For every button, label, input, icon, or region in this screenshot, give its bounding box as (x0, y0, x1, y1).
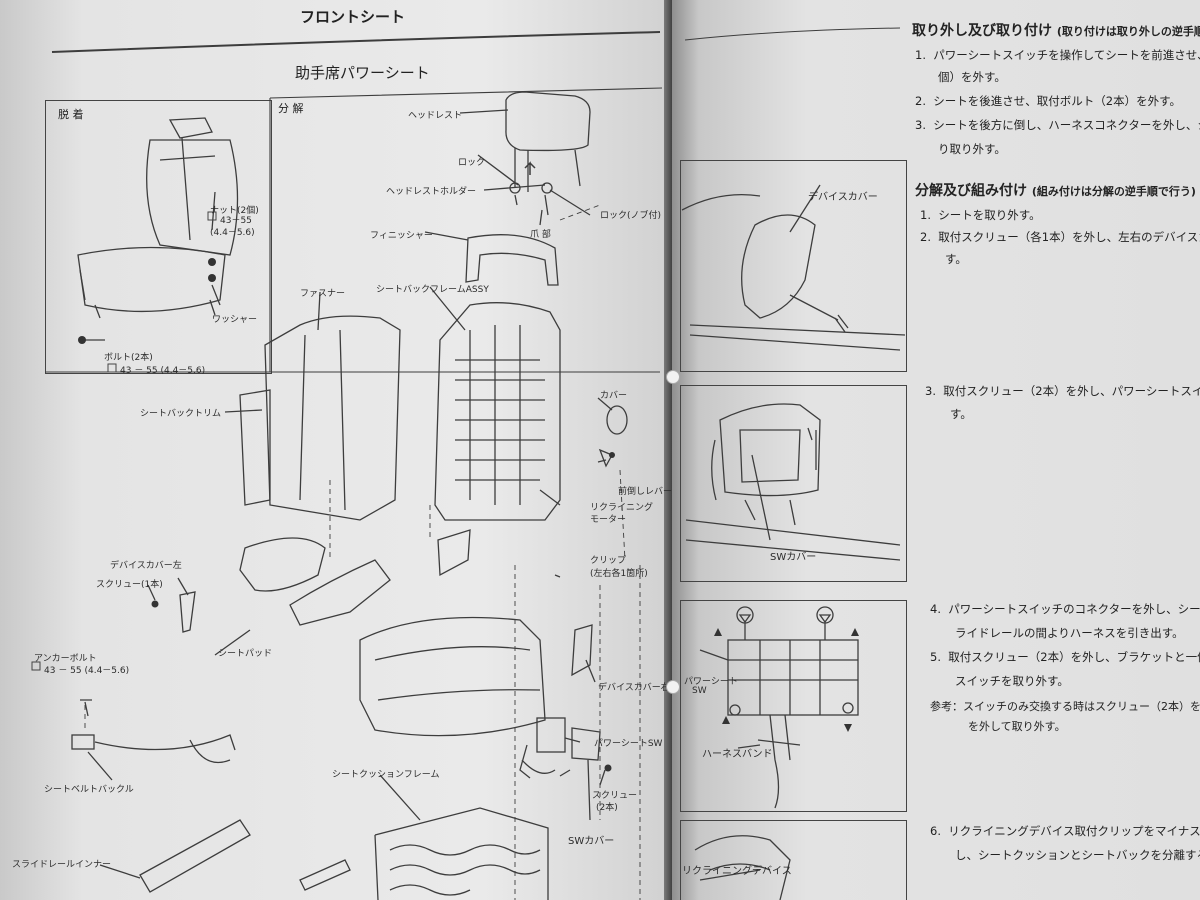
callout-screw-2a: スクリュー (592, 791, 638, 801)
callout-screw-2b: (2本) (596, 803, 618, 813)
disassembly-panel-label: 分 解 (278, 102, 304, 115)
disassembly-step-2: 2. 取付スクリュー（各1本）を外し、左右のデバイスカバーを (920, 230, 1200, 244)
disassembly-heading-note: (組み付けは分解の逆手順で行う) (1031, 185, 1196, 198)
figure-switch-box (680, 600, 907, 812)
disassembly-step-4: 4. パワーシートスイッチのコネクターを外し、シートク (930, 602, 1200, 616)
disassembly-step-4-cont: ライドレールの間よりハーネスを引き出す。 (955, 626, 1184, 640)
callout-recline-lever: 前倒しレバー (618, 487, 673, 497)
callout-clip-1: クリップ (590, 556, 627, 566)
reference-note: 参考：スイッチのみ交換する時はスクリュー（2本）を外 (930, 700, 1200, 713)
removal-step-1: 1. パワーシートスイッチを操作してシートを前進させ、前側 (915, 48, 1200, 62)
removal-heading: 取り外し及び取り付け (取り付けは取り外しの逆手順で行う) (912, 20, 1200, 40)
callout-clip-2: (左右各1箇所) (590, 569, 648, 579)
fig3-harness-band-label: ハーネスバンド (702, 749, 773, 760)
disassembly-step-5-cont: スイッチを取り外す。 (955, 674, 1069, 688)
reference-note-cont: を外して取り外す。 (968, 720, 1066, 733)
callout-sw-cover: SWカバー (568, 836, 615, 847)
callout-seatback-frame: シートバックフレームASSY (376, 285, 489, 295)
figure-sw-cover-box (680, 385, 907, 582)
callout-cover: カバー (600, 391, 628, 401)
callout-seat-pad: シートパッド (218, 649, 273, 659)
disassembly-step-2-cont: す。 (945, 252, 967, 266)
removal-panel-box (45, 100, 272, 374)
fig2-sw-cover-label: SWカバー (770, 552, 817, 563)
removal-heading-note: (取り付けは取り外しの逆手順で行う) (1056, 25, 1200, 38)
disassembly-step-6-cont: し、シートクッションとシートバックを分離する。 (955, 848, 1200, 862)
fig3-sw-label: SW (692, 686, 707, 696)
callout-headrest-holder: ヘッドレストホルダー (386, 187, 477, 197)
page-header-title: フロントシート (300, 8, 406, 26)
callout-lock-with-knob: ロック(ノブ付) (600, 211, 662, 221)
removal-step-3-cont: り取り外す。 (938, 142, 1006, 156)
callout-washer: ワッシャー (212, 315, 258, 325)
callout-power-seat-sw: パワーシートSW (594, 739, 663, 749)
figure-device-cover-box (680, 160, 907, 372)
callout-cushion-frame: シートクッションフレーム (332, 770, 440, 780)
removal-step-2: 2. シートを後進させ、取付ボルト（2本）を外す。 (915, 94, 1181, 108)
callout-finisher: フィニッシャー (370, 231, 433, 241)
callout-lock: ロック (458, 158, 486, 168)
callout-device-cover-right: デバイスカバー右 (598, 683, 670, 693)
fig1-device-cover-label: デバイスカバー (808, 192, 878, 203)
callout-fastener: ファスナー (300, 289, 346, 299)
callout-bolt: ボルト(2本) (104, 353, 153, 363)
fig3-power-seat-label: パワーシート (684, 677, 738, 687)
removal-step-1-cont: 個）を外す。 (938, 70, 1006, 84)
callout-headrest: ヘッドレスト (408, 111, 463, 121)
callout-reclining-motor-2: モーター (590, 515, 627, 525)
section-title: 助手席パワーシート (295, 64, 430, 82)
callout-seatback-trim: シートバックトリム (140, 409, 222, 419)
callout-reclining-motor-1: リクライニング (590, 503, 654, 513)
disassembly-step-1: 1. シートを取り外す。 (920, 208, 1041, 222)
disassembly-step-6: 6. リクライニングデバイス取付クリップをマイナス (930, 824, 1200, 838)
disassembly-step-3: 3. 取付スクリュー（2本）を外し、パワーシートスイッチ (925, 384, 1200, 398)
reference-label: 参考： (930, 700, 963, 713)
right-page (672, 0, 1200, 900)
binder-hole (666, 680, 680, 694)
disassembly-step-5: 5. 取付スクリュー（2本）を外し、ブラケットと一体で (930, 650, 1200, 664)
callout-nut-torque: 43－55 (220, 216, 252, 226)
callout-slide-rail-inner: スライドレールインナー (12, 860, 112, 870)
callout-bolt-torque: 43 － 55 (4.4－5.6) (120, 366, 206, 376)
removal-panel-label: 脱 着 (58, 108, 84, 121)
callout-claw: 爪 部 (530, 230, 551, 240)
callout-screw-1: スクリュー(1本) (96, 580, 163, 590)
callout-nut-torque-kgm: (4.4－5.6) (210, 228, 255, 238)
fig4-reclining-device-label: リクライニングデバイス (682, 866, 792, 877)
callout-device-cover-left: デバイスカバー左 (110, 561, 182, 571)
binder-hole (666, 370, 680, 384)
disassembly-heading: 分解及び組み付け (組み付けは分解の逆手順で行う) (915, 183, 1196, 199)
disassembly-step-3-cont: す。 (950, 407, 972, 421)
figure-reclining-box (680, 820, 907, 900)
callout-nut: ナット(2個) (210, 206, 259, 216)
callout-anchor-torque: 43 － 55 (4.4－5.6) (44, 666, 130, 676)
callout-anchor-bolt: アンカーボルト (34, 654, 97, 664)
callout-seatbelt-buckle: シートベルトバックル (44, 785, 134, 795)
removal-step-3: 3. シートを後方に倒し、ハーネスコネクターを外し、シートを (915, 118, 1200, 132)
